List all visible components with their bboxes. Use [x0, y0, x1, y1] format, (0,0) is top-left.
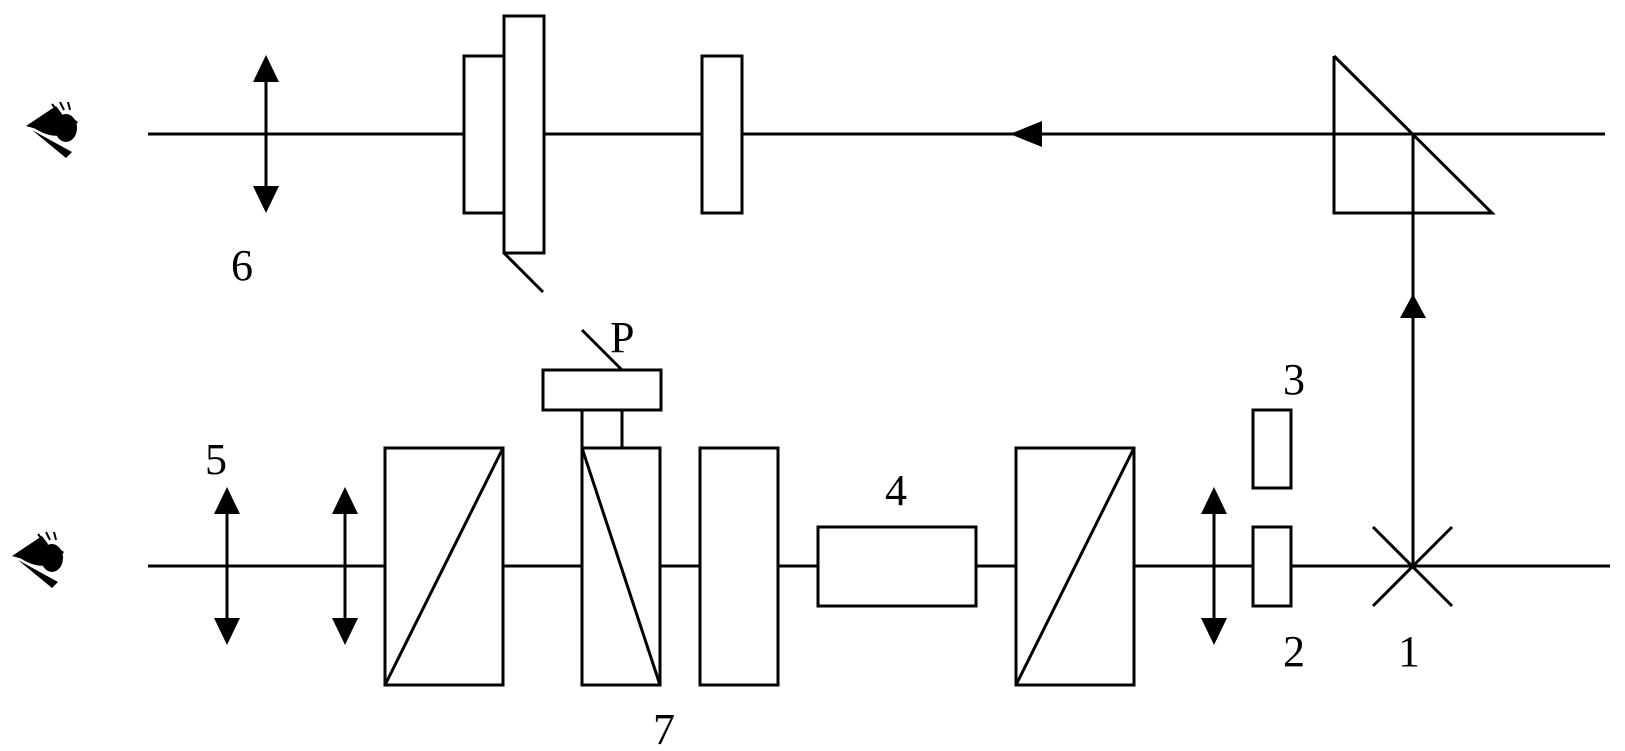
lens-6 — [253, 55, 279, 213]
compensator-block — [698, 446, 780, 687]
label-2: 2 — [1283, 627, 1305, 676]
wedge-prism-7 — [541, 328, 663, 687]
vertical-beam-direction-arrow — [1400, 294, 1426, 318]
analyzer-prism — [383, 446, 505, 687]
sample-tube-4 — [816, 525, 978, 608]
filter-3 — [1251, 408, 1293, 490]
eye-icon — [26, 101, 78, 158]
filter-2 — [1251, 525, 1293, 608]
label-5: 5 — [205, 435, 227, 484]
top-plate-assembly — [462, 14, 546, 294]
label-1: 1 — [1398, 627, 1420, 676]
label-p: P — [610, 313, 634, 362]
lens-eyepiece-pair — [332, 487, 358, 645]
label-3: 3 — [1283, 355, 1305, 404]
lens-5 — [214, 487, 240, 645]
top-sample-plate — [700, 54, 744, 215]
light-source-1 — [1371, 525, 1454, 608]
collimating-lens — [1201, 487, 1227, 645]
label-6: 6 — [231, 241, 253, 290]
label-4: 4 — [885, 466, 907, 515]
polarizer-prism — [1014, 446, 1136, 687]
eye-icon — [12, 531, 64, 588]
top-beam-direction-arrow — [1010, 121, 1042, 147]
label-7: 7 — [653, 705, 675, 751]
